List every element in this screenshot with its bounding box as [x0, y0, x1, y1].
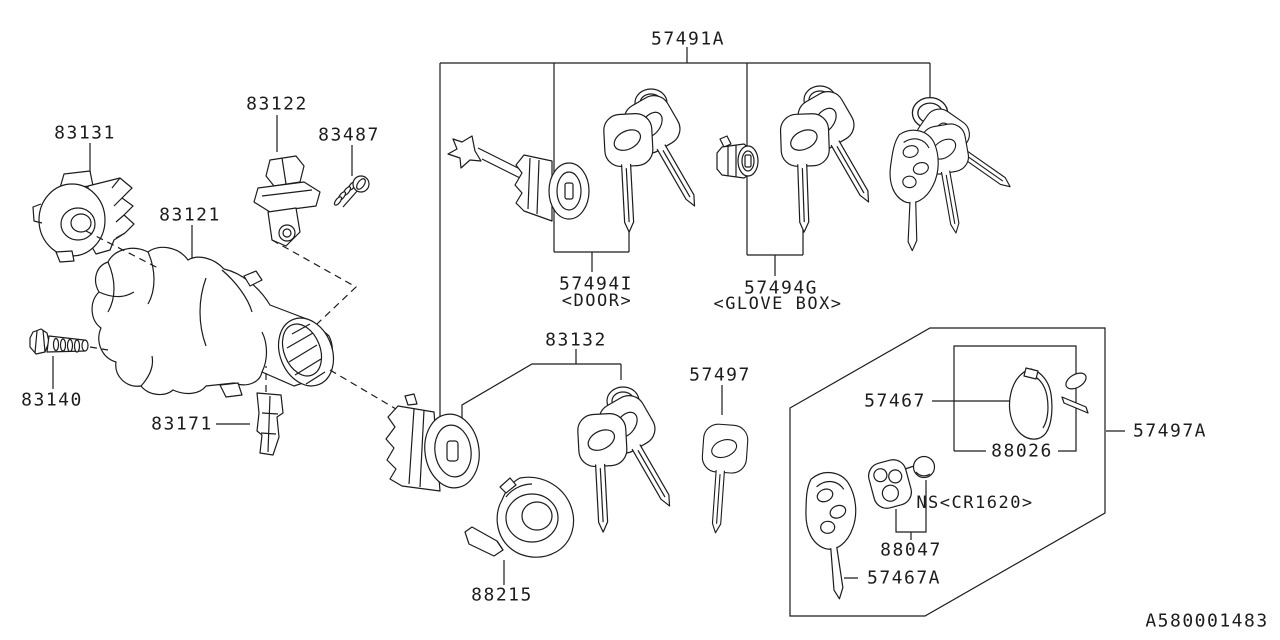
part-drawing-83121-steering-lock-body [91, 246, 335, 398]
part-label-battery-ns-cr1620: NS<CR1620> [916, 493, 1034, 513]
part-label-83131: 83131 [54, 122, 116, 144]
part-label-83487: 83487 [318, 124, 380, 146]
part-label-83171: 83171 [151, 413, 213, 435]
part-drawing-key-kit-cluster [884, 96, 1026, 253]
part-drawing-57497-key [696, 422, 750, 536]
part-label-57494G: 57494G [743, 277, 819, 299]
part-label-57494I: 57494I [558, 273, 634, 295]
part-drawing-88047-transmitter [868, 455, 936, 509]
part-label-88047: 88047 [880, 539, 942, 561]
part-drawing-door-lock-cylinder [447, 135, 590, 222]
kit-hexagon-outline [789, 327, 1106, 617]
part-drawing-83140-bolt [29, 328, 89, 355]
part-label-88215: 88215 [471, 584, 533, 606]
part-drawing-57467A-key [803, 470, 861, 601]
part-drawing-83171 [256, 392, 284, 456]
part-label-83121: 83121 [159, 204, 221, 226]
part-drawing-glovebox-lock-cylinder [716, 135, 759, 179]
part-label-57467: 57467 [864, 390, 926, 412]
part-drawing-glovebox-keys [779, 85, 894, 234]
cover-rectangle-outline [953, 345, 1077, 452]
assembly-dashed-lines [85, 230, 397, 410]
part-label-83122: 83122 [246, 93, 308, 115]
part-drawing-door-keys [602, 88, 720, 234]
part-drawing-83132-keys [576, 386, 695, 534]
part-label-57467A: 57467A [866, 567, 942, 589]
part-drawing-83487-screw [333, 175, 370, 208]
part-label-83132: 83132 [545, 329, 607, 351]
part-drawing-88215-cap [464, 476, 575, 558]
diagram-code: A580001483 [1145, 610, 1269, 632]
part-label-57491A: 57491A [650, 28, 726, 50]
part-sublabel-glove-box: <GLOVE BOX> [713, 294, 843, 314]
part-label-57497: 57497 [689, 364, 751, 386]
part-label-88026: 88026 [991, 440, 1053, 462]
part-drawing-83132-ignition-cylinder [385, 393, 480, 492]
battery-cr1620 [912, 455, 936, 479]
part-sublabel-door: <DOOR> [561, 291, 633, 311]
part-label-83140: 83140 [21, 389, 83, 411]
part-label-57497A: 57497A [1132, 420, 1208, 442]
part-drawing-57467-cover [1008, 367, 1089, 440]
part-drawing-83122-switch [253, 155, 321, 247]
part-drawing-83131-switch [32, 170, 135, 263]
